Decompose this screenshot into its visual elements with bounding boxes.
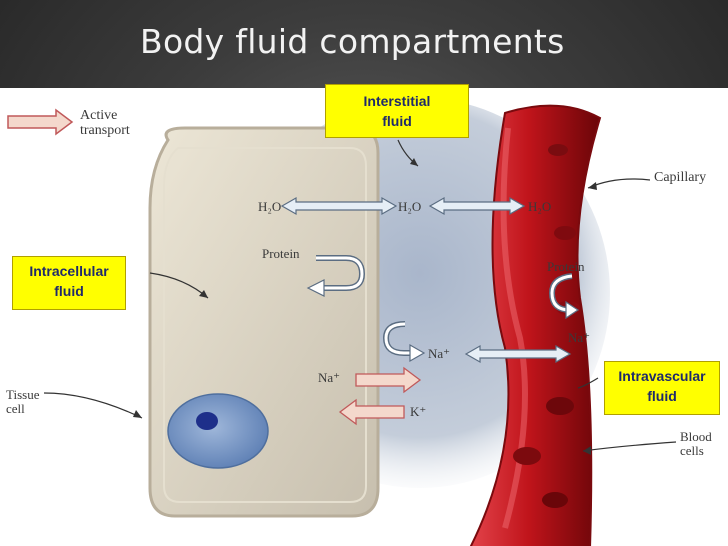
tissue-cell-line-1: Tissue (6, 387, 40, 402)
legend-active-transport-arrow (7, 108, 74, 136)
k-label-cell: K⁺ (410, 404, 426, 419)
tissue-cell-inner (163, 147, 367, 503)
tissue-cell-pointer (43, 392, 143, 419)
h2o-label-interstitial: H₂O (398, 199, 421, 214)
blood-cell (513, 447, 541, 465)
intravascular-pointer (577, 377, 599, 389)
h2o-label-cell: H₂O (258, 199, 281, 214)
blood-cells-label: Blood cells (680, 430, 712, 458)
k-active-transport-arrow (338, 398, 405, 426)
interstitial-line-2: fluid (382, 113, 412, 129)
blood-cell (546, 397, 574, 415)
na-active-transport-arrow (355, 366, 422, 394)
diagram-panel: H₂O H₂O H₂O Protein Protein Na⁺ Na⁺ Na⁺ … (0, 88, 728, 546)
na-label-capillary: Na⁺ (568, 330, 590, 345)
intravascular-line-1: Intravascular (618, 368, 706, 384)
intracellular-line-1: Intracellular (29, 263, 109, 279)
interstitial-line-1: Interstitial (363, 93, 431, 109)
na-arrow-interstitial-capillary (464, 344, 572, 364)
blood-cells-line-1: Blood (680, 429, 712, 444)
blood-cells-line-2: cells (680, 443, 704, 458)
protein-label-capillary: Protein (547, 259, 585, 274)
capillary-label: Capillary (654, 170, 707, 185)
intracellular-line-2: fluid (54, 283, 84, 299)
cell-nucleus (167, 393, 269, 469)
tissue-cell-label: Tissue cell (6, 388, 39, 416)
h2o-label-capillary: H₂O (528, 199, 551, 214)
intravascular-line-2: fluid (647, 388, 677, 404)
blood-cell (542, 492, 568, 508)
h2o-arrow-interstitial-capillary (428, 196, 526, 216)
legend-active-transport: Active transport (80, 108, 130, 138)
capillary-pointer (587, 178, 651, 189)
blood-cells-pointer (582, 441, 677, 452)
protein-label-cell: Protein (262, 246, 300, 261)
blood-cell (548, 144, 568, 156)
nucleolus (196, 412, 218, 430)
interstitial-fluid-callout: Interstitial fluid (325, 84, 469, 138)
blood-cell (554, 226, 576, 240)
intravascular-fluid-callout: Intravascular fluid (604, 361, 720, 415)
na-label-cell: Na⁺ (318, 370, 340, 385)
intracellular-fluid-callout: Intracellular fluid (12, 256, 126, 310)
legend-line-2: transport (80, 123, 130, 138)
h2o-arrow-cell-interstitial (280, 196, 398, 216)
slide-title: Body fluid compartments (140, 22, 565, 61)
tissue-cell-line-2: cell (6, 401, 25, 416)
legend-line-1: Active (80, 108, 118, 123)
na-label-interstitial: Na⁺ (428, 346, 450, 361)
diagram-svg: H₂O H₂O H₂O Protein Protein Na⁺ Na⁺ Na⁺ … (7, 98, 677, 546)
